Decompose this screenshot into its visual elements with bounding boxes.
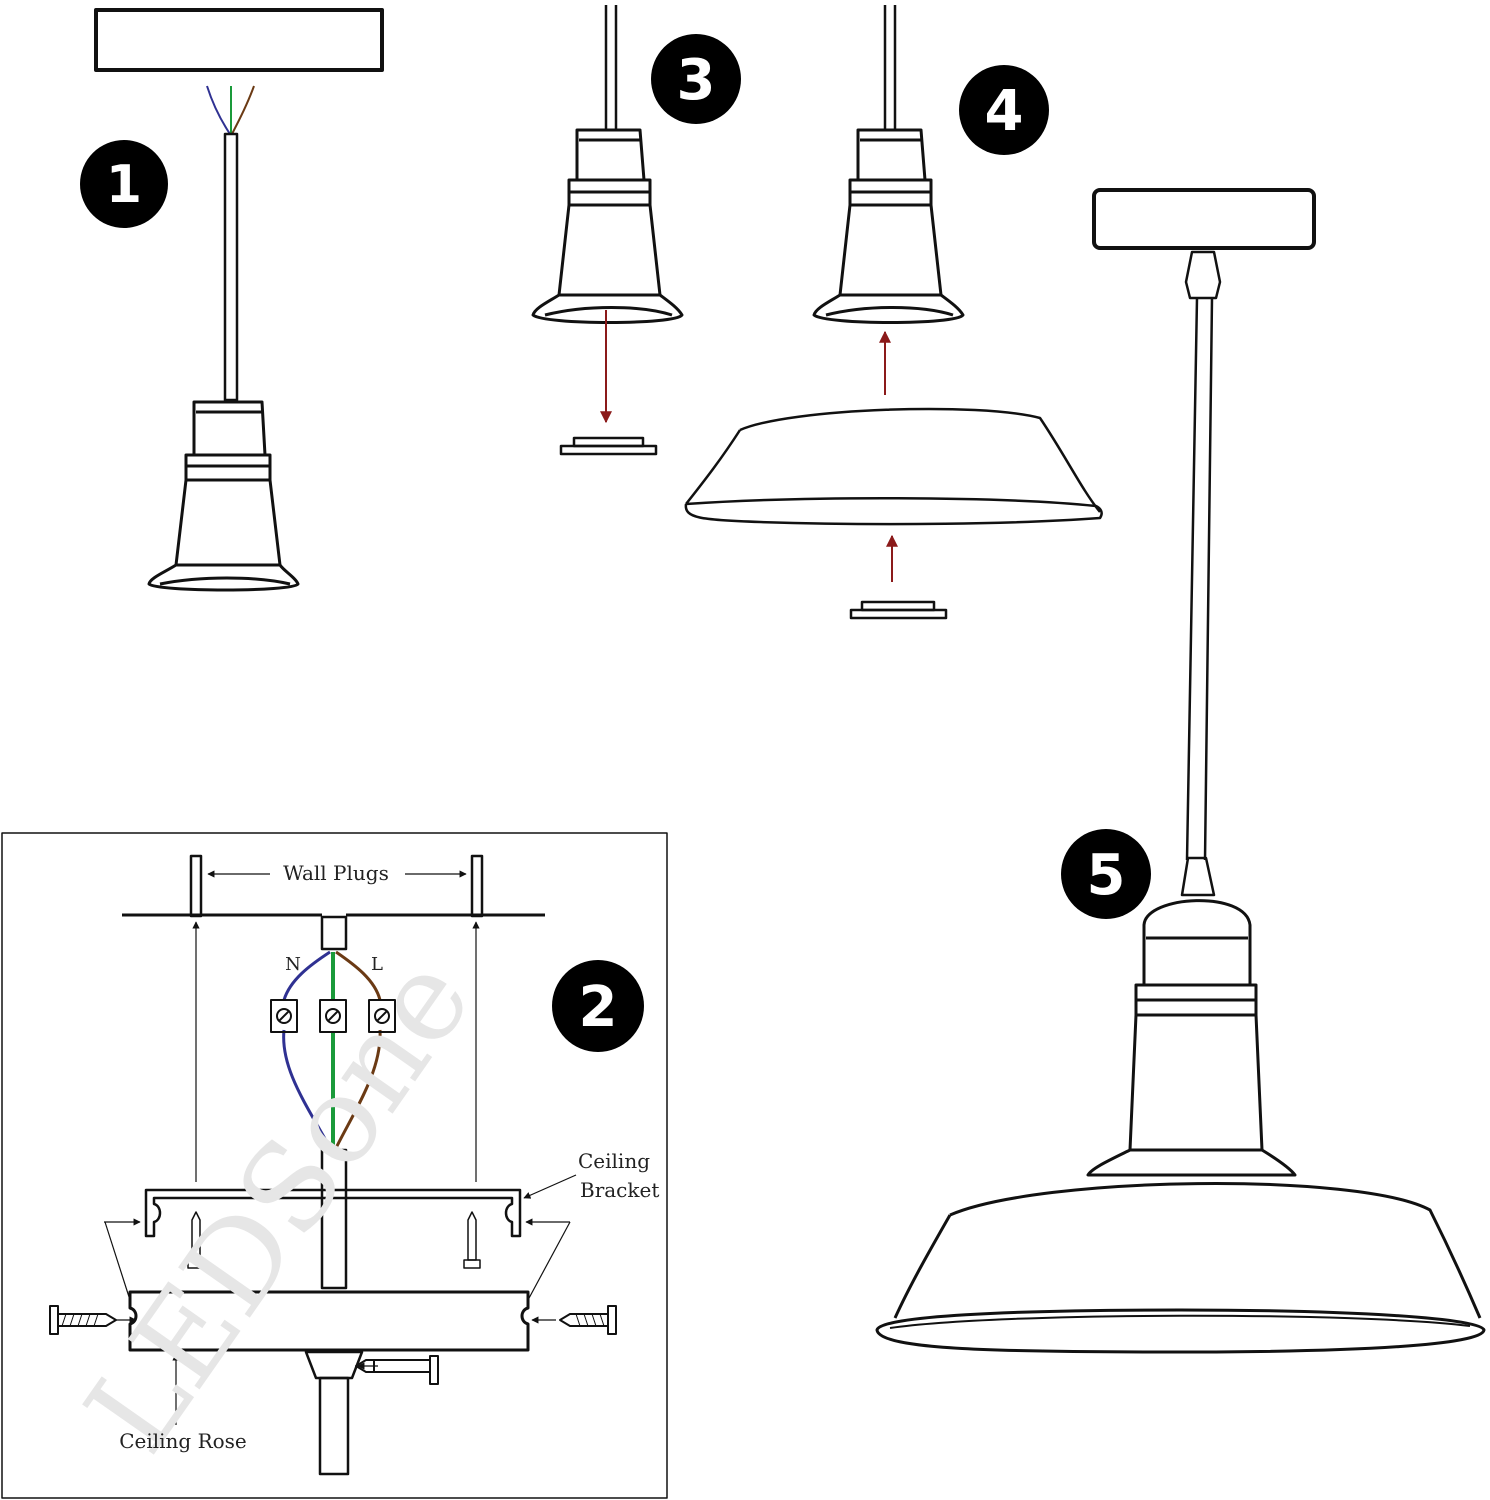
cord-grip (304, 1350, 364, 1380)
wall-plugs-label: Wall Plugs (283, 861, 389, 885)
lamp-shade (684, 407, 1103, 526)
panel-frame (1, 832, 668, 1499)
ceiling-plate (1092, 188, 1316, 250)
wall-plug-right (470, 854, 484, 918)
wiring-panel (1, 832, 668, 1499)
bracket-pointer (523, 1174, 577, 1199)
live-wire (334, 950, 382, 1149)
svg-text:3: 3 (677, 48, 716, 113)
step-badge-2: 2 (552, 960, 644, 1052)
pendant-cable (223, 132, 239, 402)
step-badge-1: 1 (80, 140, 168, 228)
pointer-line (104, 1221, 131, 1301)
lamp-holder (147, 400, 300, 592)
step-4-assembly (684, 5, 1103, 620)
neutral-wire (206, 85, 231, 135)
terminal-block-live (368, 999, 396, 1033)
cord-grip (1180, 856, 1216, 897)
ceiling-rose (128, 1290, 530, 1352)
pendant-cable (883, 5, 897, 130)
neutral-wire (282, 950, 332, 1149)
wall-plug-left (189, 854, 203, 918)
neutral-label: N (285, 954, 301, 975)
pendant-cable (1185, 297, 1214, 861)
step-badge-3: 3 (651, 34, 741, 124)
step-badge-4: 4 (959, 65, 1049, 155)
screw-left (187, 1211, 205, 1269)
live-wire (231, 85, 255, 135)
ceiling-bracket-label-line2: Bracket (580, 1178, 659, 1202)
step-badge-5: 5 (1061, 829, 1151, 919)
svg-text:5: 5 (1087, 843, 1126, 908)
pointer-line (527, 1221, 571, 1301)
side-screw-right (559, 1305, 617, 1335)
side-screw-left (49, 1305, 117, 1335)
ceiling-bracket (144, 1188, 522, 1238)
live-label: L (371, 954, 383, 975)
step-3-assembly (531, 5, 684, 456)
watermark: LEDSone (60, 933, 499, 1477)
cable-grip (1184, 250, 1222, 300)
grip-screw (355, 1355, 439, 1385)
lamp-holder (1086, 899, 1297, 1177)
svg-text:1: 1 (106, 155, 142, 215)
ceiling-rose-label: Ceiling Rose (119, 1429, 247, 1453)
ceiling-bracket-label-line1: Ceiling (578, 1149, 650, 1173)
lamp-shade (875, 1182, 1486, 1354)
cable-stub (320, 915, 348, 951)
terminal-block-earth (319, 999, 347, 1033)
svg-text:4: 4 (985, 79, 1024, 144)
screw-right (463, 1211, 481, 1269)
shade-ring (559, 436, 658, 456)
svg-text:2: 2 (579, 975, 618, 1040)
flex-cable (320, 1148, 348, 1290)
shade-ring (849, 600, 948, 620)
terminal-block-neutral (270, 999, 298, 1033)
step-5-assembly (875, 188, 1486, 1354)
flex-cable-lower (318, 1376, 350, 1476)
lamp-holder (531, 128, 684, 324)
ceiling-plate (94, 8, 384, 72)
step-1-assembly (94, 8, 384, 592)
lamp-holder (812, 128, 965, 324)
pendant-cable (604, 5, 618, 130)
